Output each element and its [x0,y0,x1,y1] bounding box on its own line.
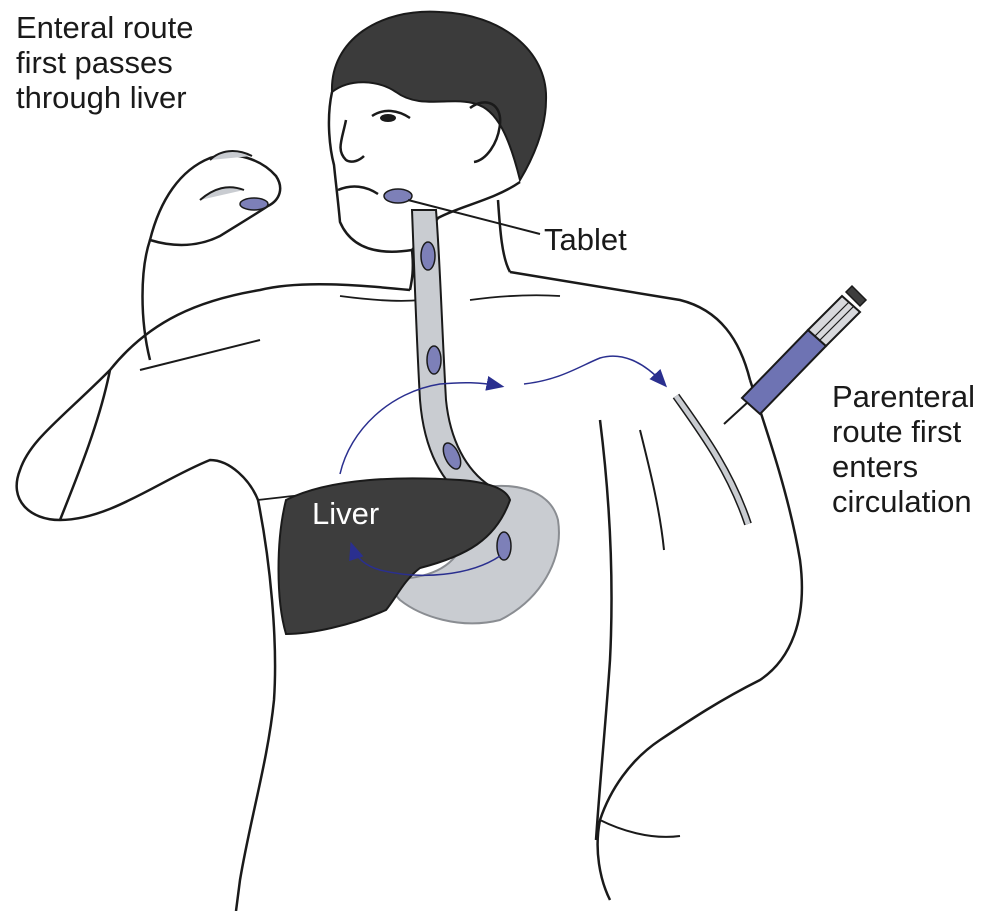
hair-shape [332,12,546,180]
parenteral-route-label: Parenteral route first enters circulatio… [832,379,975,519]
tablet-esophagus-2 [427,346,441,374]
hand-tablet-shape [240,198,268,210]
tablet-label: Tablet [544,222,627,257]
liver-label: Liver [312,496,379,531]
arrow-circulation [524,356,664,384]
enteral-route-label: Enteral route first passes through liver [16,10,194,115]
tablet-esophagus-1 [421,242,435,270]
